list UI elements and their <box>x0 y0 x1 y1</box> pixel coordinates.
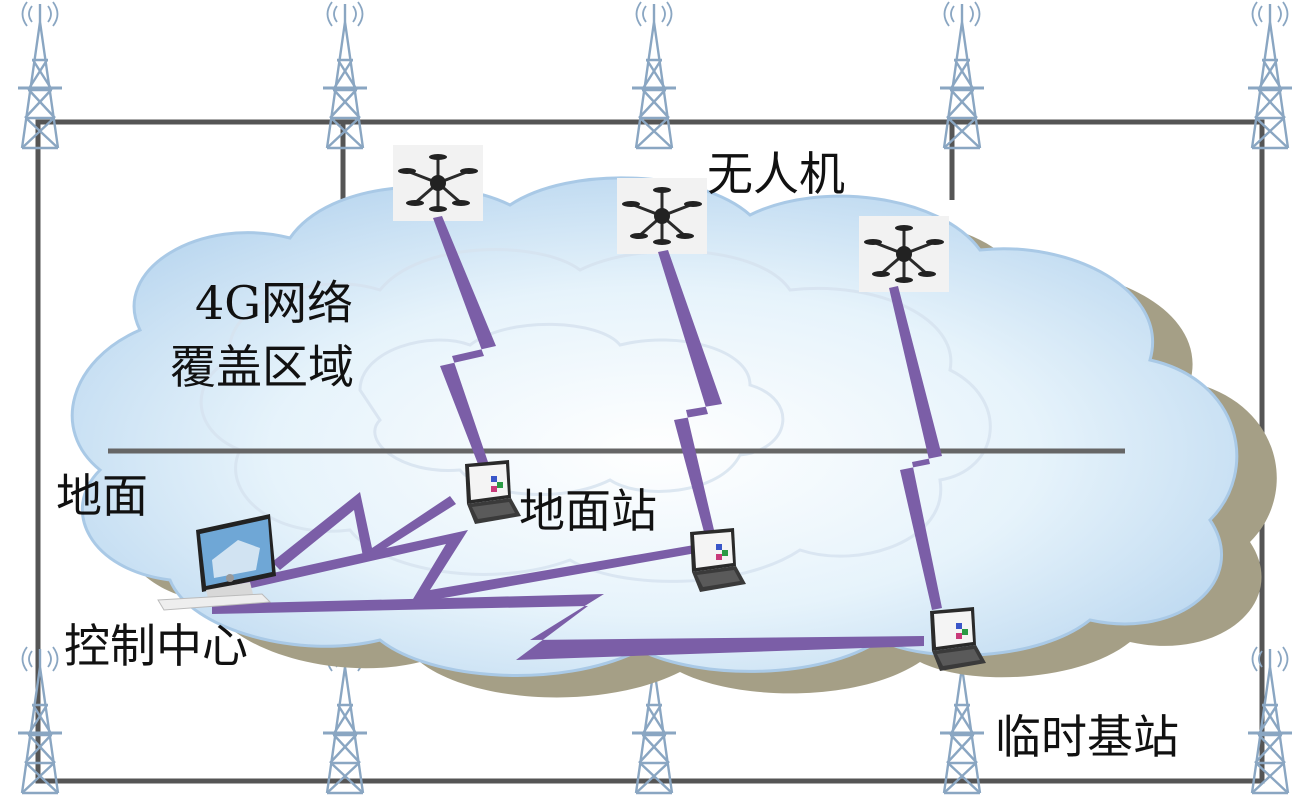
link-cc-base <box>212 594 924 660</box>
network-label-line1: 4G网络 <box>195 276 354 330</box>
control-center-label: 控制中心 <box>64 619 248 673</box>
link-cc-gs2 <box>232 530 702 604</box>
tower-icon <box>1246 645 1294 795</box>
tower-icon <box>630 0 678 150</box>
coverage-frame <box>35 119 1265 784</box>
link-cc-gs1 <box>272 492 456 570</box>
drone-icon <box>858 216 950 292</box>
tower-row-top <box>16 0 1294 150</box>
ground-station-label: 地面站 <box>519 484 657 538</box>
tower-icon <box>321 645 369 795</box>
drone-icon <box>616 178 708 254</box>
link-uav2-gs2 <box>658 250 722 532</box>
ground-label: 地面 <box>56 469 148 523</box>
desktop-monitor-icon <box>157 514 276 611</box>
temp-base-station-label: 临时基站 <box>995 710 1179 764</box>
tower-icon <box>938 0 986 150</box>
tower-icon <box>1246 0 1294 150</box>
link-uav1-gs1 <box>433 216 496 464</box>
uav-label: 无人机 <box>707 147 845 201</box>
link-uav3-base <box>889 286 942 610</box>
network-label-line2: 覆盖区域 <box>170 340 354 394</box>
drone-icon <box>392 145 484 221</box>
wireless-links <box>212 216 942 660</box>
